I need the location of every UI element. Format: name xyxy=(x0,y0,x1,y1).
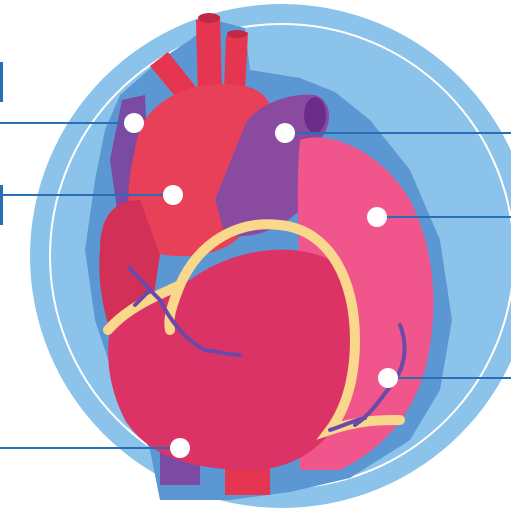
marker-superior-vena-cava xyxy=(124,113,144,133)
pulmonary-artery-opening xyxy=(304,97,326,133)
label-stub xyxy=(0,185,3,225)
aorta-branch-opening xyxy=(227,30,247,38)
aorta-branch-right xyxy=(224,32,248,92)
marker-left-ventricle xyxy=(367,207,387,227)
marker-pulmonary-artery xyxy=(275,123,295,143)
marker-apex xyxy=(378,368,398,388)
marker-right-atrium xyxy=(163,185,183,205)
label-stub xyxy=(0,62,3,102)
marker-inferior-vena-cava xyxy=(170,438,190,458)
aorta-branch-opening xyxy=(198,13,220,23)
